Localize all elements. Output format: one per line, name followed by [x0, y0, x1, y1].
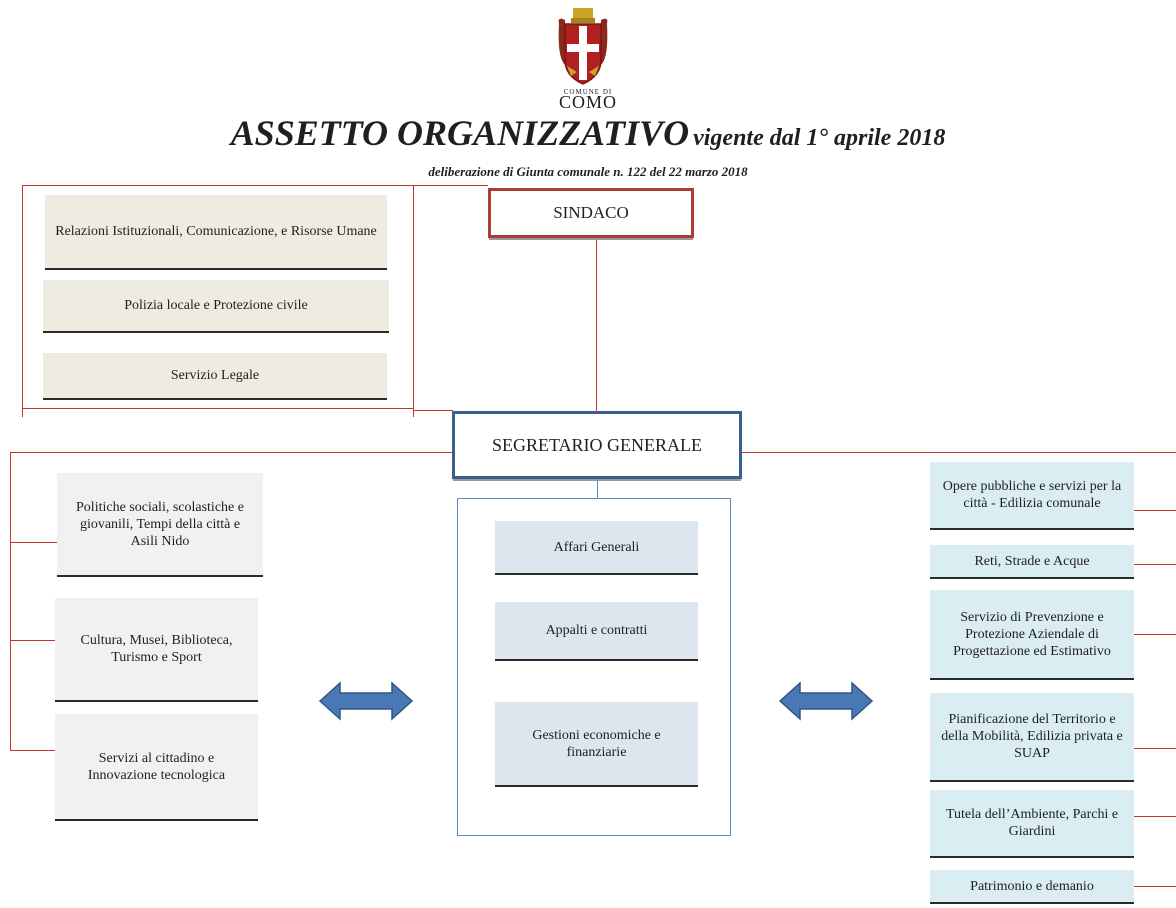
left-unit-politiche-sociali: Politiche sociali, scolastiche e giovani…	[57, 473, 263, 577]
unit-label: Pianificazione del Territorio e della Mo…	[941, 712, 1123, 761]
staff-right-line	[413, 185, 414, 417]
unit-label: Reti, Strade e Acque	[974, 553, 1090, 569]
right-branch-5	[1134, 816, 1176, 817]
staff-top-line	[22, 185, 488, 186]
double-arrow-icon	[778, 681, 874, 721]
segretario-box: SEGRETARIO GENERALE	[452, 411, 742, 479]
staff-label: Polizia locale e Protezione civile	[124, 298, 308, 313]
unit-label: Opere pubbliche e servizi per la città -…	[942, 479, 1122, 511]
unit-label: Tutela dell’Ambiente, Parchi e Giardini	[945, 807, 1119, 839]
center-units-frame	[457, 498, 731, 836]
right-unit-tutela-ambiente: Tutela dell’Ambiente, Parchi e Giardini	[930, 790, 1134, 858]
segretario-label: SEGRETARIO GENERALE	[491, 434, 703, 455]
right-unit-pianificazione: Pianificazione del Territorio e della Mo…	[930, 693, 1134, 782]
staff-box-relazioni: Relazioni Istituzionali, Comunicazione, …	[45, 195, 387, 270]
unit-label: Servizio di Prevenzione e Protezione Azi…	[953, 609, 1111, 659]
left-branch-line	[10, 452, 11, 751]
segretario-center-link	[597, 479, 598, 498]
unit-label: Gestioni economiche e finanziarie	[532, 727, 661, 760]
title-main: ASSETTO ORGANIZZATIVO	[230, 113, 690, 153]
right-unit-patrimonio: Patrimonio e demanio	[930, 870, 1134, 904]
staff-left-line	[22, 185, 23, 417]
staff-box-polizia: Polizia locale e Protezione civile	[43, 280, 389, 333]
right-unit-prevenzione: Servizio di Prevenzione e Protezione Azi…	[930, 590, 1134, 680]
title-rest: vigente dal 1° aprile 2018	[693, 125, 946, 151]
staff-bottom-line-2	[413, 410, 453, 411]
double-arrow-icon	[318, 681, 414, 721]
page-title: ASSETTO ORGANIZZATIVO vigente dal 1° apr…	[0, 112, 1176, 154]
center-unit-appalti: Appalti e contratti	[495, 602, 698, 661]
logo-small-text: COMUNE DI	[563, 88, 613, 96]
unit-label: Affari Generali	[553, 539, 640, 555]
left-unit-servizi-cittadino: Servizi al cittadino e Innovazione tecno…	[55, 714, 258, 821]
right-branch-3	[1134, 634, 1176, 635]
sindaco-segretario-link	[596, 238, 597, 411]
staff-label: Servizio Legale	[170, 368, 260, 383]
segretario-left-line	[10, 452, 452, 453]
logo-name: COMO	[558, 92, 617, 112]
left-branch-1	[10, 542, 57, 543]
center-unit-affari-generali: Affari Generali	[495, 521, 698, 575]
staff-box-legale: Servizio Legale	[43, 353, 387, 400]
left-branch-3	[10, 750, 55, 751]
unit-label: Cultura, Musei, Biblioteca, Turismo e Sp…	[80, 633, 233, 665]
unit-label: Appalti e contratti	[545, 623, 648, 638]
sindaco-label: SINDACO	[553, 203, 629, 222]
staff-label: Relazioni Istituzionali, Comunicazione, …	[55, 224, 377, 239]
segretario-right-line	[742, 452, 1176, 453]
right-branch-2	[1134, 564, 1176, 565]
staff-bottom-line	[22, 408, 413, 409]
unit-label: Patrimonio e demanio	[970, 878, 1094, 894]
right-unit-opere-pubbliche: Opere pubbliche e servizi per la città -…	[930, 462, 1134, 530]
unit-label: Servizi al cittadino e Innovazione tecno…	[87, 750, 226, 783]
como-coat-of-arms	[553, 6, 613, 90]
unit-label: Politiche sociali, scolastiche e giovani…	[76, 499, 244, 549]
right-branch-4	[1134, 748, 1176, 749]
left-branch-2	[10, 640, 55, 641]
center-unit-gestioni-economiche: Gestioni economiche e finanziarie	[495, 702, 698, 787]
sindaco-box: SINDACO	[488, 188, 694, 238]
right-branch-6	[1134, 886, 1176, 887]
right-unit-reti-strade: Reti, Strade e Acque	[930, 545, 1134, 579]
page-subtitle: deliberazione di Giunta comunale n. 122 …	[428, 164, 748, 179]
right-branch-1	[1134, 510, 1176, 511]
left-unit-cultura: Cultura, Musei, Biblioteca, Turismo e Sp…	[55, 598, 258, 702]
